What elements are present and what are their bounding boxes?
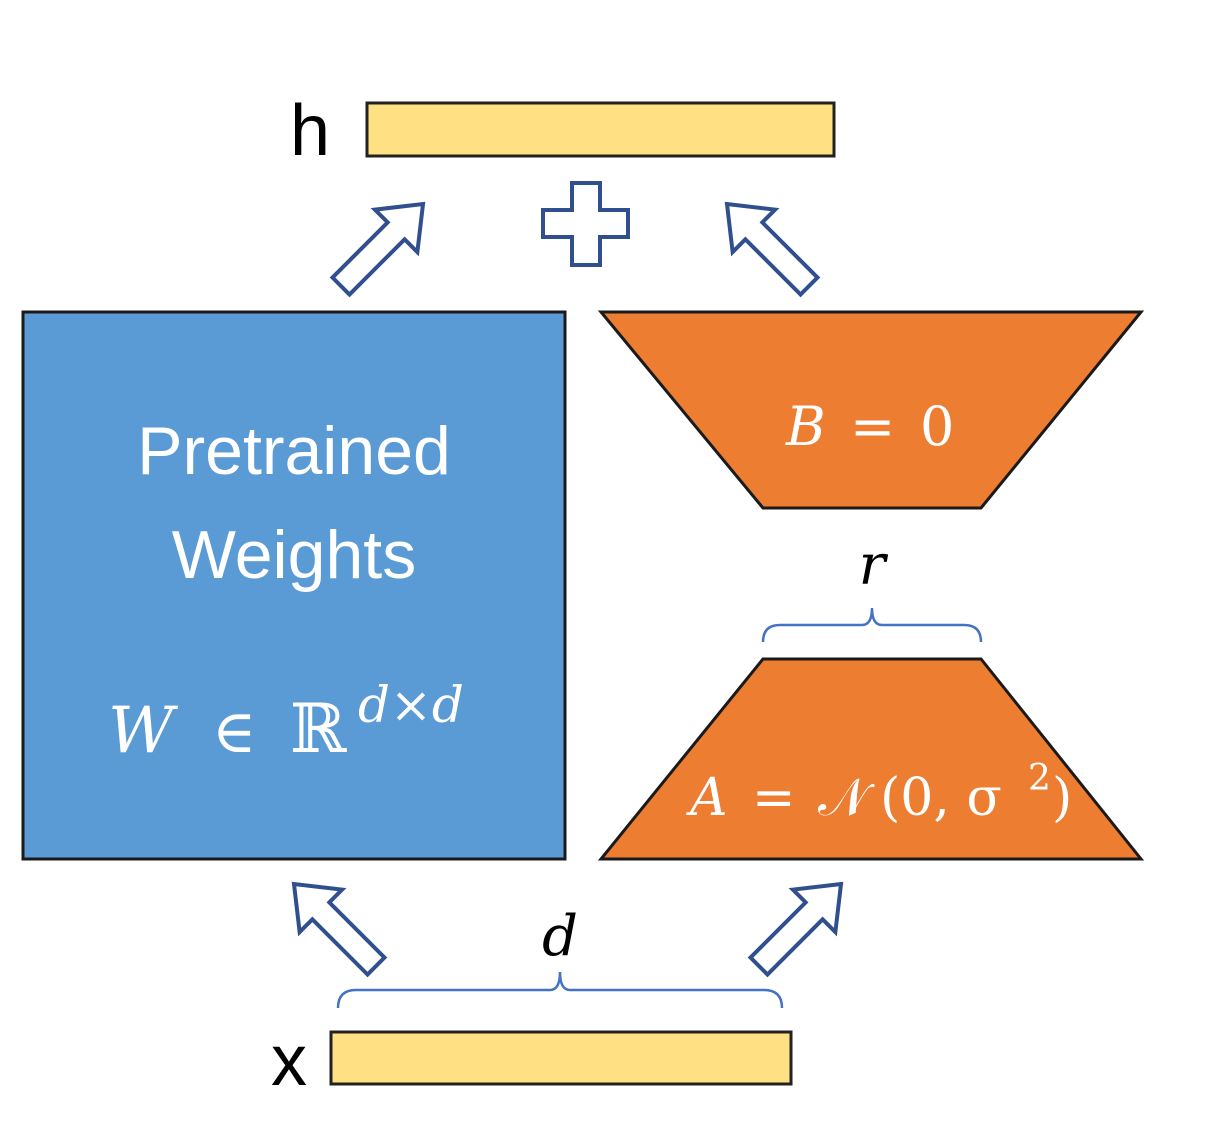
matrix-a-formula: A = 𝒩 (0, σ 2 )	[686, 758, 1072, 828]
matrix-a-equals: =	[752, 768, 796, 828]
dimension-brace	[336, 971, 784, 1009]
matrix-b-equals: =	[850, 395, 895, 458]
matrix-a-trapezoid	[597, 657, 1145, 861]
matrix-b-var: B	[785, 395, 826, 458]
formula-exponent: d×d	[358, 676, 464, 734]
dimension-label: d	[542, 904, 578, 969]
input-vector-bar	[329, 1030, 793, 1086]
plus-icon	[541, 181, 630, 267]
matrix-a-var: A	[686, 768, 728, 828]
arrow-up-left-icon	[724, 201, 821, 298]
rank-label: r	[859, 533, 889, 598]
pretrained-formula: W ∈ ℝ d×d	[108, 676, 464, 769]
pretrained-title-line2: Weights	[172, 517, 416, 593]
output-vector-bar	[365, 101, 836, 158]
pretrained-weights-box	[21, 310, 567, 861]
arrow-to-matrix-a-icon	[747, 881, 844, 978]
rank-brace	[761, 607, 983, 643]
matrix-a-close-paren: )	[1052, 768, 1072, 828]
arrow-up-right-icon	[329, 201, 426, 298]
formula-real-set: ℝ	[290, 690, 347, 769]
matrix-b-trapezoid	[597, 310, 1145, 510]
matrix-a-exponent: 2	[1028, 758, 1051, 799]
matrix-b-formula: B = 0	[785, 395, 954, 458]
formula-element-of: ∈	[212, 697, 256, 767]
matrix-a-normal: 𝒩	[818, 768, 875, 828]
arrow-to-pretrained-icon	[291, 881, 388, 978]
matrix-a-args: (0, σ	[880, 768, 1002, 828]
formula-weight-var: W	[108, 694, 179, 768]
output-label: h	[290, 91, 330, 171]
matrix-b-value: 0	[920, 395, 954, 458]
pretrained-title-line1: Pretrained	[137, 413, 451, 489]
input-label: x	[271, 1021, 307, 1101]
